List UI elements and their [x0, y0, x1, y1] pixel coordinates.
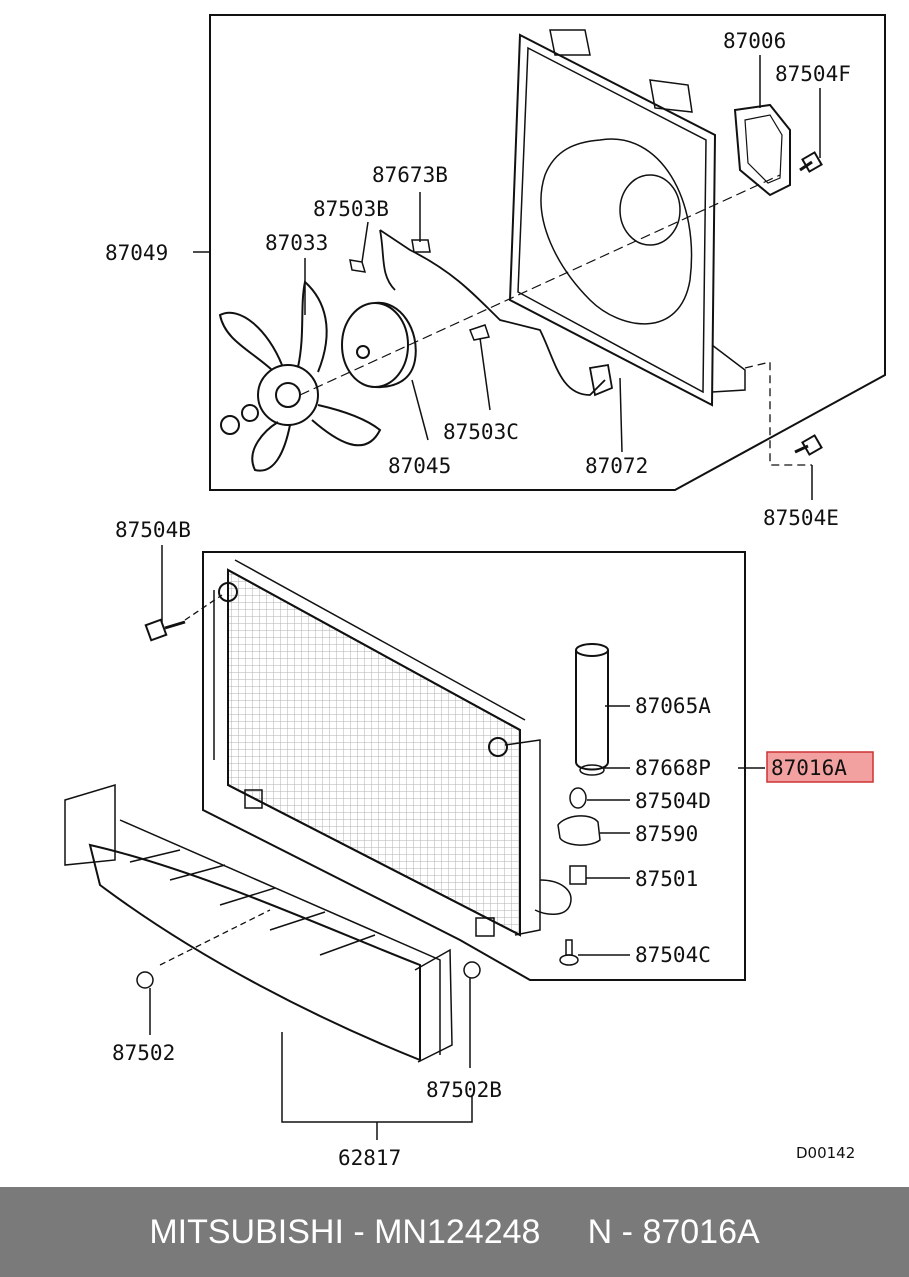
receiver-drier-drawing: [575, 643, 609, 771]
clip-c-drawing: [469, 324, 490, 341]
shroud-drawing: [508, 29, 746, 407]
label-clip-connector: 87673B: [372, 163, 448, 187]
plug-drawing: [579, 764, 605, 776]
lower-assembly-group: [144, 551, 746, 981]
label-clip-b: 87503B: [313, 197, 389, 221]
upper-assembly-frame: [209, 14, 886, 491]
bolt-c-drawing: [559, 939, 579, 966]
label-fan-shroud-assy: 87049: [105, 241, 168, 265]
label-bolt-b: 87504B: [115, 518, 191, 542]
upper-leader-lines: [193, 55, 821, 500]
footer-bar: MITSUBISHI - MN124248 N - 87016A: [0, 1187, 909, 1277]
bolt-e-dashed-leader: [744, 361, 812, 466]
label-condenser: 87016A: [771, 756, 847, 780]
diagram-code: D00142: [796, 1144, 855, 1162]
bolt-b-dashed-leader: [184, 594, 223, 621]
label-clip-c: 87503C: [443, 420, 519, 444]
label-fan-blade: 87033: [265, 231, 328, 255]
fan-motor-drawing: [341, 301, 417, 389]
label-clip-lower: 87502: [112, 1041, 175, 1065]
label-cover: 87006: [723, 29, 786, 53]
bolt-d-drawing: [569, 787, 587, 809]
wiring-harness: [379, 229, 606, 396]
condenser-drawing: [213, 559, 541, 937]
upper-assembly-group: [209, 14, 886, 491]
label-fan-motor: 87045: [388, 454, 451, 478]
footer-part-number: MITSUBISHI - MN124248 N - 87016A: [149, 1212, 760, 1251]
lower-panel-drawing: [64, 783, 481, 1063]
bolt-f-drawing: [799, 151, 823, 173]
clip-connector-drawing: [411, 239, 431, 253]
clip-b-drawing: [349, 259, 367, 273]
label-clip: 87501: [635, 867, 698, 891]
cover-drawing: [733, 103, 791, 197]
label-bracket-clamp: 87590: [635, 822, 698, 846]
label-shroud: 87072: [585, 454, 648, 478]
clip-drawing: [569, 865, 587, 885]
label-lower-panel: 62817: [338, 1146, 401, 1170]
highlight-box: [766, 751, 874, 783]
label-plug: 87668P: [635, 756, 711, 780]
bolt-e-drawing: [794, 434, 823, 456]
label-bolt-f: 87504F: [775, 62, 851, 86]
bracket-clamp-drawing: [557, 815, 601, 846]
condenser-frame: [202, 551, 746, 981]
label-bolt-e: 87504E: [763, 506, 839, 530]
pipe-drawing: [534, 879, 572, 915]
harness-connector: [588, 363, 614, 397]
label-bolt-d: 87504D: [635, 789, 711, 813]
label-bolt-c: 87504C: [635, 943, 711, 967]
parts-diagram: 87049 87033 87503B 87673B 87503C 87045 8…: [64, 14, 886, 1170]
bolt-b-drawing: [144, 618, 186, 642]
centre-axis-line: [299, 174, 781, 396]
label-receiver-drier: 87065A: [635, 694, 711, 718]
label-clip-lower-b: 87502B: [426, 1078, 502, 1102]
lower-leader-lines: [149, 545, 765, 1140]
